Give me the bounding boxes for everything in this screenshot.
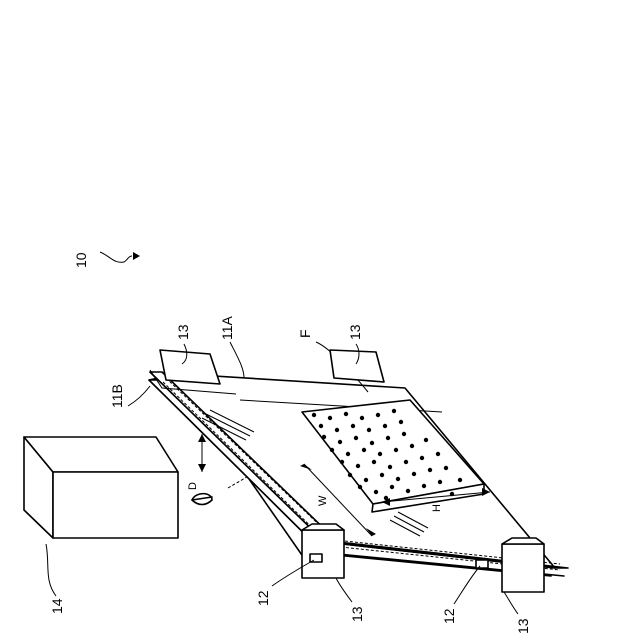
clamp-13-b <box>330 350 384 382</box>
device-lens-edge <box>192 497 212 500</box>
label-13-b: 13 <box>347 324 363 340</box>
leader-11a <box>230 342 244 378</box>
leader-13-d <box>504 592 518 614</box>
label-12-a: 12 <box>255 590 271 606</box>
label-11a: 11A <box>219 315 235 340</box>
leader-13-c <box>336 578 352 602</box>
label-d: D <box>187 482 199 490</box>
label-h: H <box>431 504 443 512</box>
clamp-13-c <box>302 530 344 578</box>
leader-11b <box>128 386 150 406</box>
clamp-13-a <box>160 350 220 384</box>
leader-10 <box>100 252 132 262</box>
label-13-a: 13 <box>175 324 191 340</box>
arrow-10 <box>133 252 140 260</box>
leader-14 <box>46 544 56 596</box>
label-11b: 11B <box>109 384 125 408</box>
label-13-c: 13 <box>349 606 365 622</box>
spacer-12-b <box>476 560 488 568</box>
device-side-face <box>53 472 178 538</box>
label-f: F <box>297 329 313 338</box>
label-10: 10 <box>73 252 89 268</box>
dimension-d: D <box>187 434 206 490</box>
device-14 <box>24 437 212 538</box>
dim-d-arrow-left <box>198 464 206 472</box>
label-13-d: 13 <box>515 618 531 634</box>
leader-12-b <box>454 566 480 604</box>
label-14: 14 <box>49 598 65 614</box>
clamp-13-d <box>502 544 544 592</box>
label-w: W <box>317 495 329 506</box>
label-12-b: 12 <box>441 608 457 624</box>
